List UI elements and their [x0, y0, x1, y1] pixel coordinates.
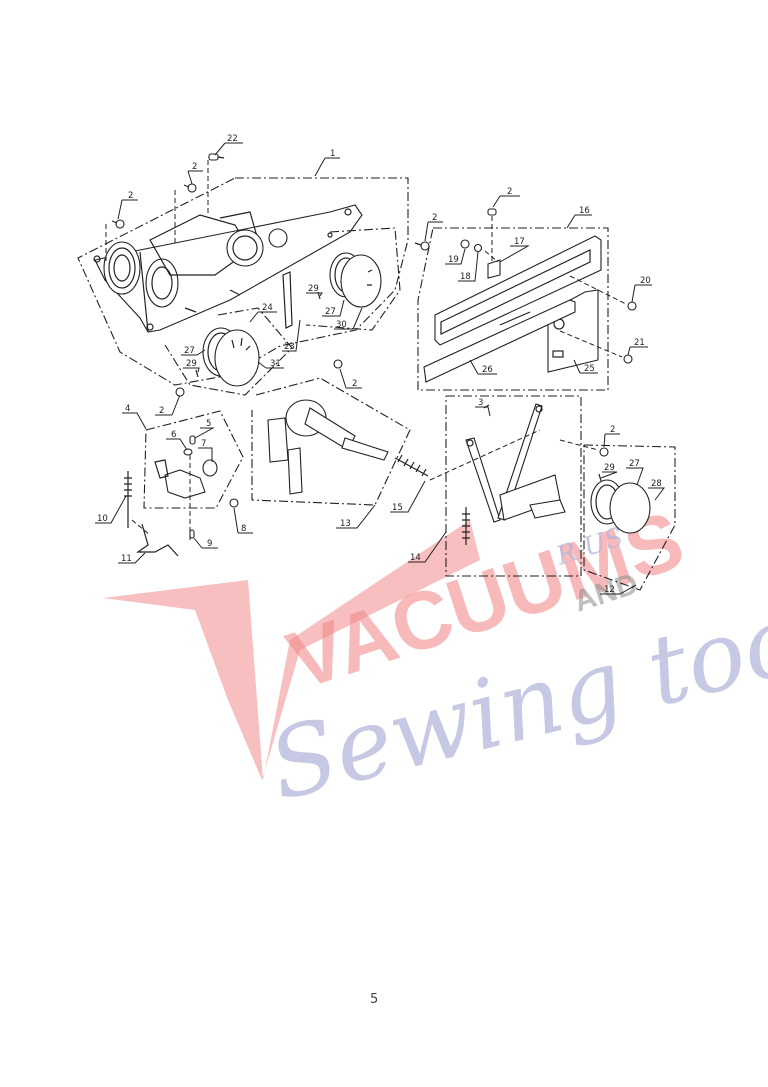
callout-27: 27: [629, 459, 640, 469]
assembly-4-mechanism: [124, 410, 244, 557]
callout-labels: 1 2 2 2 2 2 2 2 3 4 5 6 7 8 9: [95, 134, 665, 595]
callout-11: 11: [121, 554, 132, 564]
screw-icon: [183, 183, 197, 193]
callout-30: 30: [336, 320, 347, 330]
screw-icon: [111, 219, 125, 229]
assembly-13-shaft-bracket: [251, 359, 429, 506]
callout-9: 9: [207, 539, 212, 549]
callout-1: 1: [330, 149, 335, 159]
callout-31: 31: [270, 359, 281, 369]
callout-7: 7: [201, 439, 206, 449]
callout-24: 24: [262, 303, 273, 313]
callout-27: 27: [325, 307, 336, 317]
callout-3: 3: [478, 398, 483, 408]
callout-2: 2: [352, 379, 357, 389]
page-number: 5: [370, 992, 379, 1007]
callout-19: 19: [448, 255, 459, 265]
callout-20: 20: [640, 276, 651, 286]
callout-6: 6: [171, 430, 176, 440]
callout-2: 2: [432, 213, 437, 223]
callout-18: 18: [460, 272, 471, 282]
callout-26: 26: [482, 365, 493, 375]
callout-4: 4: [125, 404, 130, 414]
callout-23: 23: [284, 342, 295, 352]
callout-2: 2: [192, 162, 197, 172]
callout-29: 29: [604, 463, 615, 473]
callout-28: 28: [651, 479, 662, 489]
watermark-v-shape: [103, 520, 480, 780]
callout-2: 2: [610, 425, 615, 435]
callout-13: 13: [340, 519, 351, 529]
callout-5: 5: [206, 419, 211, 429]
callout-2: 2: [507, 187, 512, 197]
callout-2: 2: [159, 406, 164, 416]
callout-8: 8: [241, 524, 246, 534]
callout-2: 2: [128, 191, 133, 201]
callout-16: 16: [579, 206, 590, 216]
screw-icon: [208, 153, 225, 161]
assembly-14-lever-bracket: [429, 395, 582, 577]
callout-22: 22: [227, 134, 238, 144]
callout-29: 29: [186, 359, 197, 369]
assembly-16-slider-plate: [414, 208, 637, 391]
callout-15: 15: [392, 503, 403, 513]
callout-10: 10: [97, 514, 108, 524]
callout-14: 14: [410, 553, 421, 563]
callout-25: 25: [584, 364, 595, 374]
watermark: VACUUMS R-US AND Sewing too: [103, 494, 768, 822]
callout-29: 29: [308, 284, 319, 294]
callout-12: 12: [604, 585, 615, 595]
assembly-12-knob: [559, 439, 676, 591]
callout-17: 17: [514, 237, 525, 247]
callout-27: 27: [184, 346, 195, 356]
assembly-1-main-frame: [77, 153, 409, 396]
callout-21: 21: [634, 338, 645, 348]
